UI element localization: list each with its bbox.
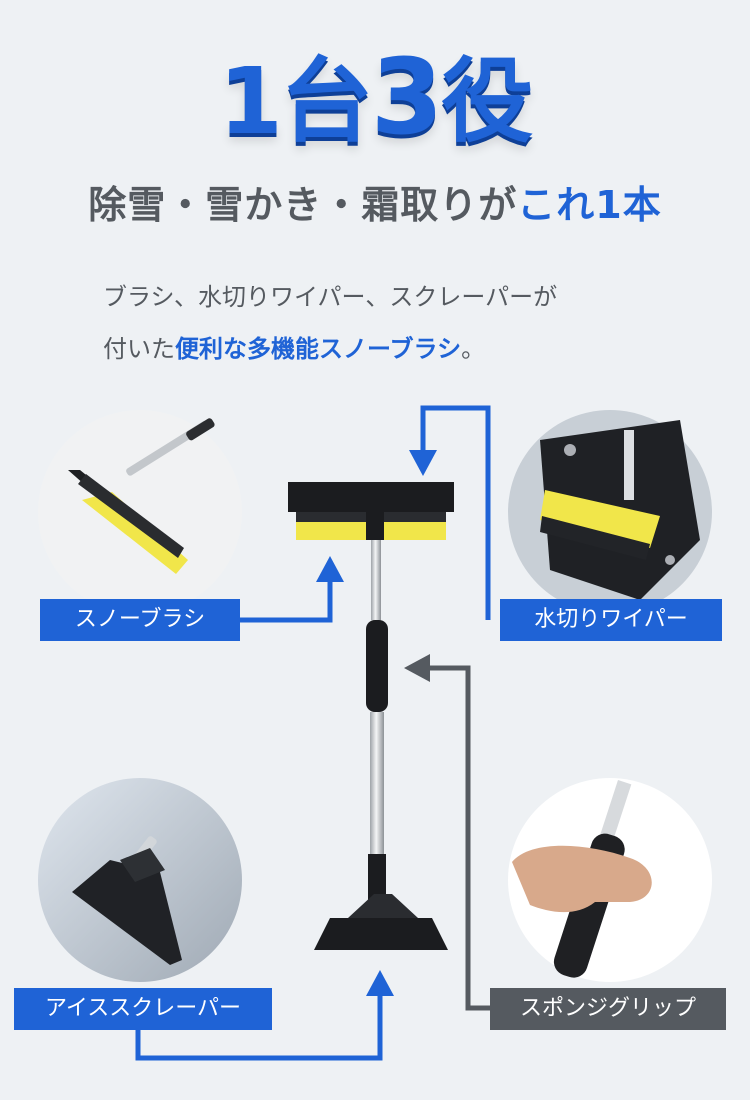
subheadline-prefix: 除雪・雪かき・霜取りが [88,183,518,227]
label-wiper: 水切りワイパー [500,599,722,641]
connector-ice-scraper [135,970,394,1061]
label-sponge-grip: スポンジグリップ [490,988,726,1030]
wiper-detail-photo [508,410,712,614]
brush-detail-photo [38,410,242,614]
scraper-detail-photo [38,778,242,982]
description-line2-suffix: 。 [461,335,486,363]
description-line2-prefix: 付いた [103,335,175,363]
headline-number: 3 [370,36,443,158]
grip-detail-photo [508,778,712,982]
description-line1: ブラシ、水切りワイパー、スクレーパーが [103,283,558,311]
description-highlight: 便利な多機能スノーブラシ [175,335,462,363]
headline-part3: 役 [441,48,533,155]
description-line2: 付いた便利な多機能スノーブラシ。 [103,323,557,375]
connector-snow-brush [236,556,344,623]
connector-sponge-grip [404,654,492,1011]
headline: 1台3役 [0,45,750,149]
headline-part1: 1台 [218,48,373,155]
subheadline-highlight: これ1本 [517,183,662,227]
subheadline: 除雪・雪かき・霜取りがこれ1本 [0,186,750,224]
label-ice-scraper: アイススクレーパー [14,988,272,1030]
snow-brush-product [288,482,454,950]
label-snow-brush: スノーブラシ [40,599,240,641]
description: ブラシ、水切りワイパー、スクレーパーが 付いた便利な多機能スノーブラシ。 [103,271,557,375]
connector-wiper [409,405,491,620]
